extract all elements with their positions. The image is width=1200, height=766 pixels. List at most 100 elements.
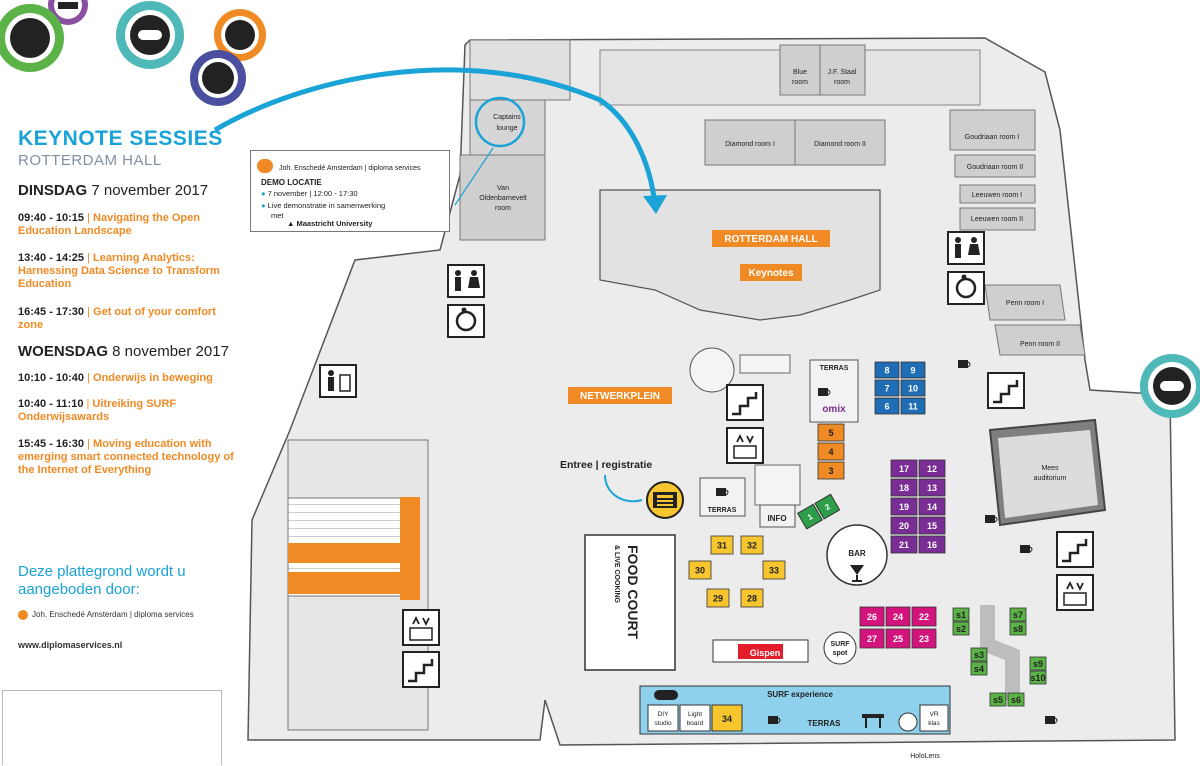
day-heading: WOENSDAG 8 november 2017 bbox=[18, 343, 229, 360]
session-item: 16:45 - 17:30 | Get out of your comfort … bbox=[18, 306, 216, 331]
van-oldenbarnevelt-label: room bbox=[495, 205, 511, 212]
booth-number: 24 bbox=[893, 612, 903, 622]
cloakroom-icon bbox=[319, 364, 357, 398]
booth bbox=[911, 606, 937, 627]
sponsor-logo-icon bbox=[18, 610, 28, 620]
leeuwen-room-1-label: Leeuwen room I bbox=[972, 192, 1022, 199]
captains-lounge-highlight bbox=[474, 96, 526, 148]
terras-label: TERRAS bbox=[708, 507, 737, 514]
session-title[interactable]: Onderwijs in beweging bbox=[93, 372, 213, 384]
offered-by-text: Deze plattegrond wordt u aangeboden door… bbox=[18, 563, 186, 598]
keynote-subtitle: ROTTERDAM HALL bbox=[18, 152, 162, 169]
sponsor-logo-icon bbox=[257, 159, 273, 173]
booth-number: 33 bbox=[769, 566, 779, 576]
booth bbox=[890, 478, 918, 497]
booth-number: 26 bbox=[867, 612, 877, 622]
booth bbox=[796, 503, 823, 530]
booth-number: 27 bbox=[867, 634, 877, 644]
stairs-icon bbox=[1056, 531, 1094, 568]
booth-number: 8 bbox=[884, 366, 889, 376]
vr-klas-label: VR bbox=[929, 711, 938, 718]
booth-number: 3 bbox=[828, 466, 833, 476]
diamond-room-1 bbox=[704, 119, 796, 166]
surf-spot bbox=[823, 631, 857, 665]
booth-number: s6 bbox=[1011, 695, 1021, 705]
table-chairs-icon bbox=[862, 714, 884, 728]
demo-info: Live demonstratie in samenwerking bbox=[267, 201, 386, 210]
light-board-label: board bbox=[687, 720, 704, 727]
elevator-icon bbox=[402, 609, 440, 646]
website-link[interactable]: www.diplomaservices.nl bbox=[18, 640, 123, 650]
booth bbox=[1029, 656, 1047, 671]
bar-label: BAR bbox=[848, 549, 866, 558]
maastricht-logo: ▲ Maastricht University bbox=[287, 219, 373, 228]
vr-klas bbox=[919, 704, 949, 732]
booth bbox=[885, 606, 911, 627]
booth bbox=[952, 621, 970, 636]
session-title[interactable]: Navigating the Open Education Landscape bbox=[18, 212, 200, 237]
light-board bbox=[679, 704, 711, 732]
booth bbox=[1007, 692, 1025, 707]
coffee-icon bbox=[716, 488, 729, 496]
booth-number: s8 bbox=[1013, 624, 1023, 634]
booth-34-label: 34 bbox=[722, 714, 732, 724]
day-date: 7 november 2017 bbox=[91, 182, 209, 199]
diamond-room-1-label: Diamond room I bbox=[725, 141, 775, 148]
booth-number: s10 bbox=[1030, 673, 1045, 683]
booth-number: 5 bbox=[828, 428, 833, 438]
session-title[interactable]: Learning Analytics: Harnessing Data Scie… bbox=[18, 252, 220, 290]
coffee-icon bbox=[1020, 545, 1033, 553]
elevator-icon bbox=[1056, 574, 1094, 611]
session-title[interactable]: Get out of your comfort zone bbox=[18, 306, 216, 331]
entree-label: Entree | registratie bbox=[560, 459, 652, 471]
booth-number: 14 bbox=[927, 502, 937, 512]
booth bbox=[817, 461, 845, 480]
session-title[interactable]: Moving education with emerging smart con… bbox=[18, 438, 234, 476]
leeuwen-room-2 bbox=[959, 207, 1036, 231]
booth bbox=[890, 535, 918, 554]
restroom-icon bbox=[447, 264, 485, 298]
booth bbox=[911, 628, 937, 649]
stairs-icon bbox=[726, 384, 764, 421]
penn-room-2-label: Penn room II bbox=[1020, 341, 1060, 348]
gispen-logo bbox=[738, 644, 783, 659]
booth bbox=[874, 361, 900, 379]
booth-number: 7 bbox=[884, 384, 889, 394]
surf-spot-label: spot bbox=[833, 650, 848, 657]
diy-studio-label: studio bbox=[654, 720, 672, 727]
booth-number: 12 bbox=[927, 464, 937, 474]
booth-number: 20 bbox=[899, 521, 909, 531]
booth-number: 21 bbox=[899, 540, 909, 550]
coffee-icon bbox=[768, 716, 781, 724]
booth-number: 17 bbox=[899, 464, 909, 474]
van-oldenbarnevelt-label: Van bbox=[497, 185, 509, 192]
stairs-icon bbox=[987, 372, 1025, 409]
goudriaan-room-1-label: Goudriaan room I bbox=[965, 134, 1020, 141]
booth-number: 11 bbox=[908, 402, 918, 412]
live-cooking-label: & LIVE COOKING bbox=[613, 545, 620, 604]
booth bbox=[814, 493, 841, 520]
jf-staal-room bbox=[819, 44, 866, 96]
booth bbox=[918, 497, 946, 516]
session-item: 10:10 - 10:40 | Onderwijs in beweging bbox=[18, 372, 213, 384]
booth-number: s9 bbox=[1033, 659, 1043, 669]
session-title[interactable]: Uitreiking SURF Onderwijsawards bbox=[18, 398, 177, 423]
booth bbox=[918, 478, 946, 497]
penn-room-1-label: Penn room I bbox=[1006, 300, 1044, 307]
accessible-icon bbox=[947, 271, 985, 305]
diy-studio-label: DIY bbox=[658, 711, 670, 718]
booth bbox=[859, 606, 885, 627]
terras-area bbox=[699, 477, 746, 517]
wine-glass-icon bbox=[850, 565, 864, 582]
booth-number: 23 bbox=[919, 634, 929, 644]
booth-number: 22 bbox=[919, 612, 929, 622]
food-court-label: FOOD COURT bbox=[625, 545, 641, 640]
booth bbox=[989, 692, 1007, 707]
captains-lounge-label: lounge bbox=[496, 125, 517, 132]
booth bbox=[890, 459, 918, 478]
booth-number: s4 bbox=[974, 664, 984, 674]
hololens-spot bbox=[898, 712, 918, 732]
booth bbox=[740, 535, 764, 555]
stairs-icon bbox=[402, 651, 440, 688]
